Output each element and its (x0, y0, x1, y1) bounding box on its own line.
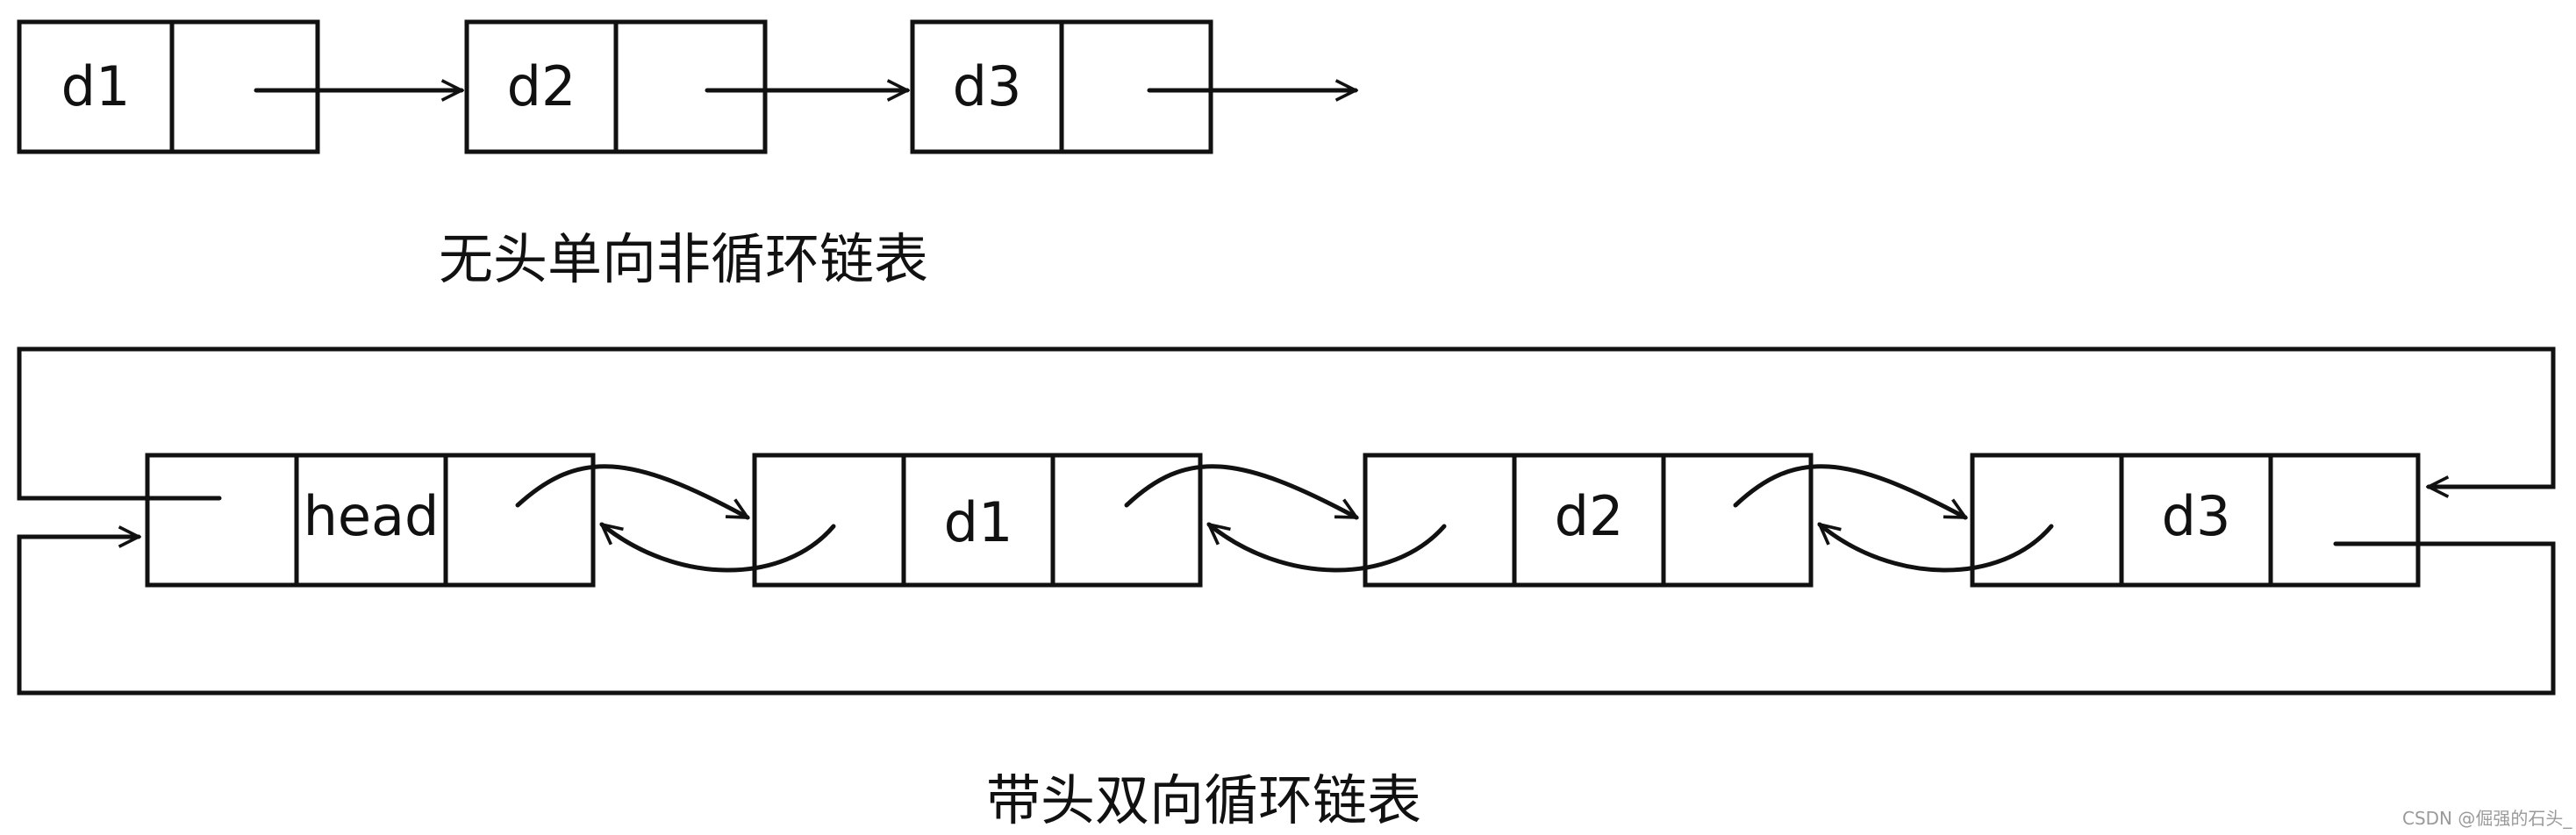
singly-node-label: d3 (953, 54, 1022, 118)
prev-arrow-d1-to-head (602, 525, 836, 573)
next-arrow-d1-to-d2 (1124, 464, 1356, 520)
prev-arrow-d2-to-d1 (1209, 525, 1447, 573)
singly-list-caption: 无头单向非循环链表 (439, 227, 929, 291)
prev-arrow-d3-to-d2 (1820, 525, 2054, 573)
doubly-node-d3 (1970, 453, 2421, 588)
singly-node-d1 (17, 19, 320, 154)
doubly-node-label: d3 (2162, 484, 2231, 548)
circular-link-top (17, 346, 2556, 501)
singly-node-d3 (910, 19, 1213, 154)
doubly-node-head (145, 453, 596, 588)
watermark: CSDN @倔强的石头_ (2402, 808, 2572, 829)
next-arrow-d2-to-d3 (1733, 464, 1965, 520)
doubly-node-d2 (1363, 453, 1814, 588)
doubly-node-label: d2 (1555, 484, 1624, 548)
next-arrow-head-to-d1 (515, 464, 748, 520)
doubly-node-d1 (752, 453, 1203, 588)
doubly-node-label: d1 (944, 490, 1013, 554)
singly-node-label: d1 (61, 54, 131, 118)
singly-node-d2 (464, 19, 768, 154)
circular-link-bottom (17, 537, 2556, 696)
singly-node-label: d2 (507, 54, 576, 118)
doubly-list-caption: 带头双向循环链表 (986, 768, 1422, 832)
doubly-node-label: head (304, 484, 440, 548)
